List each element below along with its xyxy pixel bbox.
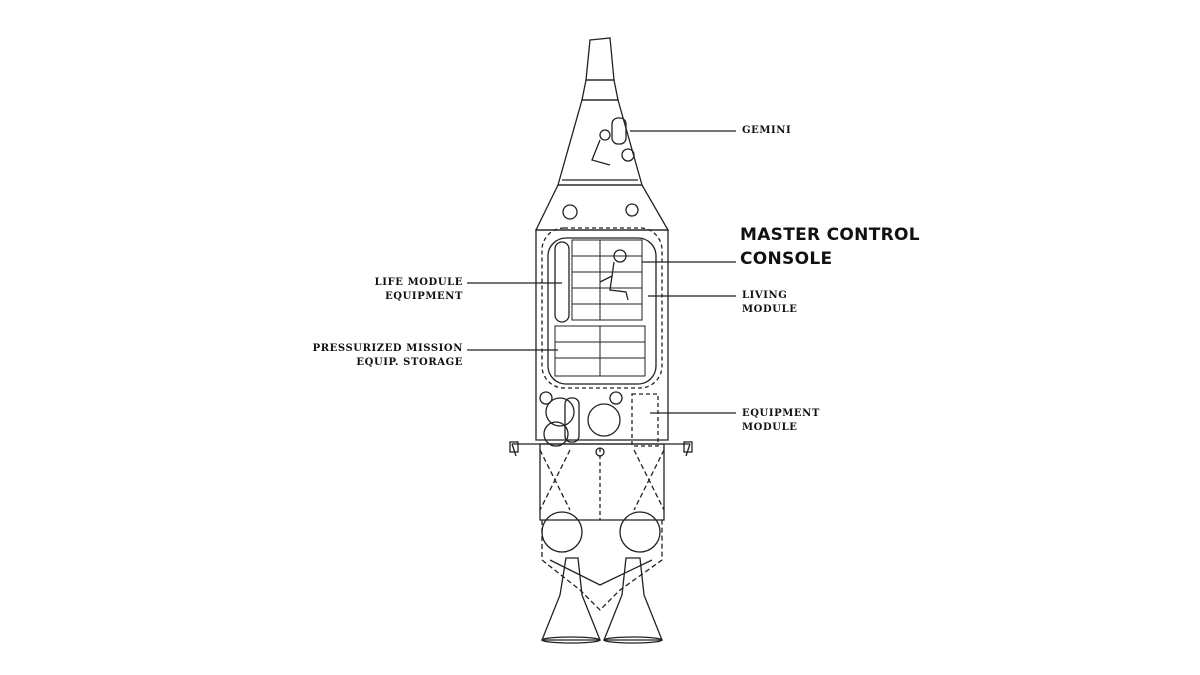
- lower-structure: [539, 443, 665, 521]
- label-master-control-line2: CONSOLE: [740, 249, 833, 269]
- engine-nozzle-right: [603, 557, 663, 641]
- label-living-module-line2: MODULE: [742, 304, 798, 315]
- equipment-tank-1: [545, 397, 575, 427]
- label-pressurized-mission-storage: PRESSURIZED MISSION EQUIP. STORAGE: [300, 342, 463, 370]
- nose-cap: [581, 79, 619, 101]
- propellant-tank-left: [541, 511, 583, 553]
- gemini-capsule: [557, 99, 643, 186]
- label-life-module-equipment: LIFE MODULE EQUIPMENT: [330, 276, 463, 304]
- label-storage-line2: EQUIP. STORAGE: [356, 357, 463, 368]
- label-gemini-text: GEMINI: [742, 125, 792, 136]
- label-master-control-line1: MASTER CONTROL: [740, 225, 920, 245]
- label-living-module: LIVING MODULE: [742, 289, 797, 317]
- life-module-cylinder: [554, 241, 570, 323]
- nose-tip: [585, 37, 615, 81]
- label-equipment-module-line2: MODULE: [742, 422, 798, 433]
- label-equipment-module: EQUIPMENT MODULE: [742, 407, 820, 435]
- propellant-tank-right: [619, 511, 661, 553]
- label-life-module-line1: LIFE MODULE: [374, 277, 463, 288]
- label-life-module-line2: EQUIPMENT: [385, 291, 463, 302]
- adapter-cone: [534, 184, 670, 231]
- label-equipment-module-line1: EQUIPMENT: [742, 408, 820, 419]
- living-module-vessel: [541, 227, 663, 389]
- label-master-control-console: MASTER CONTROL CONSOLE: [740, 223, 920, 271]
- main-body: [535, 229, 669, 441]
- label-living-module-line1: LIVING: [742, 290, 788, 301]
- label-gemini: GEMINI: [742, 124, 791, 138]
- label-storage-line1: PRESSURIZED MISSION: [312, 343, 463, 354]
- equipment-rack: [631, 393, 659, 447]
